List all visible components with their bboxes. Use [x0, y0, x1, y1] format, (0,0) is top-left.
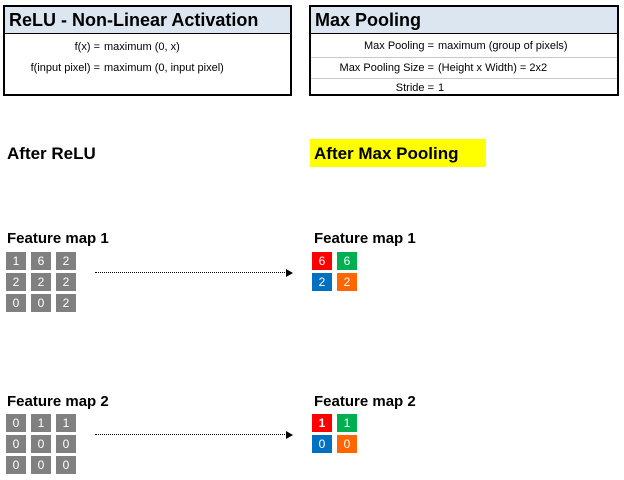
relu-cell: 2 — [56, 252, 76, 270]
pool-row-divider — [311, 57, 617, 58]
relu-cell: 0 — [31, 456, 51, 474]
relu-formula-box: ReLU - Non-Linear Activation f(x) = maxi… — [3, 5, 292, 96]
pooled-cell: 1 — [312, 414, 332, 432]
relu-formula-lhs: f(input pixel) = — [30, 62, 100, 74]
relu-cell: 1 — [31, 414, 51, 432]
pool-formula-lhs: Max Pooling = — [363, 40, 434, 52]
relu-cell: 1 — [56, 414, 76, 432]
relu-cell: 2 — [56, 294, 76, 312]
relu-cell: 0 — [6, 456, 26, 474]
pooled-cell: 6 — [312, 252, 332, 270]
relu-formula-lhs: f(x) = — [74, 41, 100, 53]
pooled-cell: 0 — [337, 435, 357, 453]
arrow-line — [95, 272, 287, 273]
relu-cell: 0 — [31, 435, 51, 453]
relu-cell: 0 — [6, 294, 26, 312]
pooled-cell: 0 — [312, 435, 332, 453]
relu-formula-rhs: maximum (0, x) — [104, 41, 180, 53]
relu-cell: 2 — [56, 273, 76, 291]
pool-row-divider — [311, 78, 617, 79]
pooled-cell: 2 — [337, 273, 357, 291]
max-pooling-formula-box: Max Pooling Max Pooling = maximum (group… — [309, 5, 619, 96]
relu-box-title: ReLU - Non-Linear Activation — [5, 7, 290, 34]
pool-formula-rhs: 1 — [438, 82, 445, 94]
feature-map-2-arrow — [95, 431, 293, 439]
relu-cell: 2 — [31, 273, 51, 291]
feature-map-2-pooled-label: Feature map 2 — [314, 393, 416, 410]
relu-cell: 0 — [6, 414, 26, 432]
relu-cell: 2 — [6, 273, 26, 291]
relu-cell: 0 — [56, 456, 76, 474]
pool-formula-lhs: Max Pooling Size = — [339, 62, 434, 74]
feature-map-1-pooled-label: Feature map 1 — [314, 230, 416, 247]
pool-formula-lhs: Stride = — [395, 82, 434, 94]
pool-formula-rhs: maximum (group of pixels) — [438, 40, 568, 52]
pool-formula-rhs: (Height x Width) = 2x2 — [438, 62, 548, 74]
feature-map-2-relu-label: Feature map 2 — [7, 393, 109, 410]
arrow-head-icon — [286, 269, 293, 277]
relu-cell: 6 — [31, 252, 51, 270]
pooled-cell: 6 — [337, 252, 357, 270]
arrow-line — [95, 434, 287, 435]
after-max-pooling-heading: After Max Pooling — [314, 144, 459, 163]
relu-cell: 0 — [6, 435, 26, 453]
relu-formula-rhs: maximum (0, input pixel) — [104, 62, 224, 74]
arrow-head-icon — [286, 431, 293, 439]
feature-map-1-relu-label: Feature map 1 — [7, 230, 109, 247]
feature-map-1-arrow — [95, 269, 293, 277]
after-max-pooling-highlight — [310, 139, 486, 167]
pooled-cell: 2 — [312, 273, 332, 291]
pooled-cell: 1 — [337, 414, 357, 432]
pool-box-title: Max Pooling — [311, 7, 617, 34]
relu-cell: 0 — [31, 294, 51, 312]
relu-cell: 1 — [6, 252, 26, 270]
after-relu-heading: After ReLU — [7, 144, 96, 163]
relu-cell: 0 — [56, 435, 76, 453]
